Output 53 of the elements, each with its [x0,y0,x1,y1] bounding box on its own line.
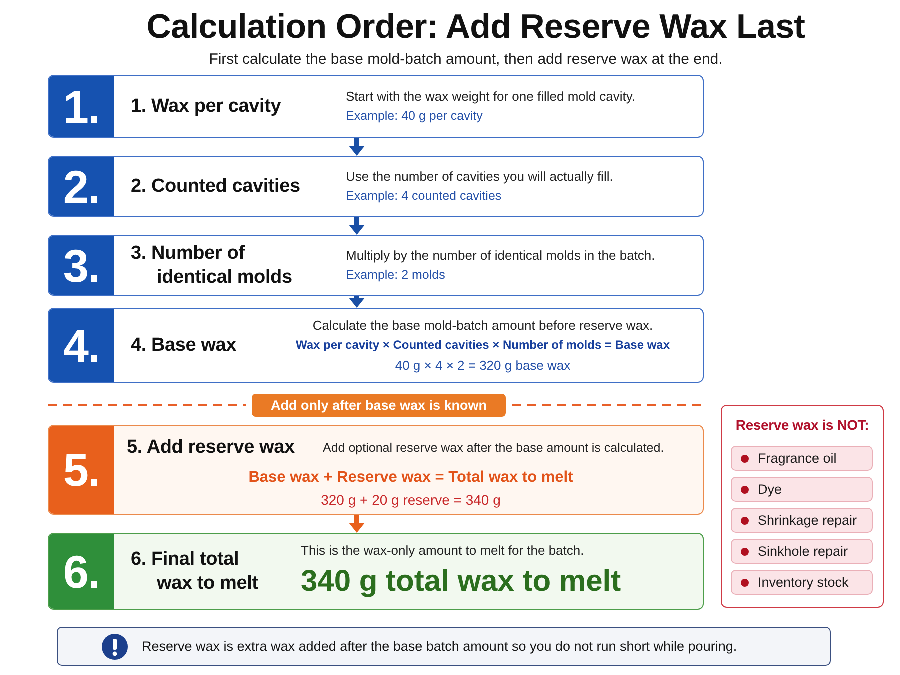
item-text: Inventory stock [758,575,849,590]
title: Calculation Order: Add Reserve Wax Last [146,7,806,48]
step-heading: 1. Wax per cavity [131,94,282,118]
step-number: 2. [49,157,114,216]
step-box [48,425,704,515]
condition-badge: Add only after base wax is known [252,394,506,417]
step-description: Add optional reserve wax after the base amount is calculated. [323,440,664,456]
step-box [48,308,704,383]
calculation-text: 40 g × 4 × 2 = 320 g base wax [395,358,571,374]
example-text: Example: 4 counted cavities [346,189,502,204]
step-heading: 6. Final total wax to melt [131,548,260,596]
step-number: 1. [49,76,114,137]
step-heading: 5. Add reserve wax [127,436,295,460]
step-heading: 2. Counted cavities [131,174,300,198]
item-text: Dye [758,482,782,497]
item-text: Fragrance oil [758,451,837,466]
step-heading: 3. Number of identical molds [131,242,294,290]
note-text: Reserve wax is extra wax added after the base batch amount so you do not run short while pouring. [142,639,738,654]
formula-text: Wax per cavity × Counted cavities × Number of molds = Base wax [296,338,670,353]
list-item [731,539,873,564]
step-description: This is the wax-only amount to melt for the batch. [301,543,584,559]
arrow [349,296,365,308]
step-number: 5. [49,426,114,514]
step-number: 6. [49,534,114,609]
panel-title: Reserve wax is NOT: [736,417,870,433]
callout-panel [721,405,884,608]
step-description: Start with the wax weight for one filled mold cavity. [346,88,636,104]
arrow [349,217,365,235]
step-number: 4. [49,309,114,382]
note-box [57,627,831,666]
step-box [48,235,704,296]
list-item [731,477,873,502]
list-item [731,570,873,595]
subtitle: First calculate the base mold-batch amount, then add reserve wax at the end. [208,50,724,70]
step-box [48,156,704,217]
step-box [48,533,704,610]
list-item [731,446,873,471]
example-text: Example: 2 molds [346,268,446,284]
formula-text: Base wax + Reserve wax = Total wax to melt [248,469,574,488]
step-description: Use the number of cavities you will actually fill. [346,168,614,184]
calculation-text: 320 g + 20 g reserve = 340 g [321,492,501,508]
arrow [349,138,365,156]
step-heading: 4. Base wax [131,334,237,358]
result-text: 340 g total wax to melt [301,564,622,600]
step-description: Calculate the base mold-batch amount before reserve wax. [312,318,654,334]
item-text: Sinkhole repair [758,544,848,559]
step-description: Multiply by the number of identical molds in the batch. [346,248,656,264]
list-item [731,508,873,533]
item-text: Shrinkage repair [758,513,858,528]
example-text: Example: 40 g per cavity [346,109,483,124]
step-number: 3. [49,236,114,295]
arrow [349,515,365,533]
step-box [48,75,704,138]
